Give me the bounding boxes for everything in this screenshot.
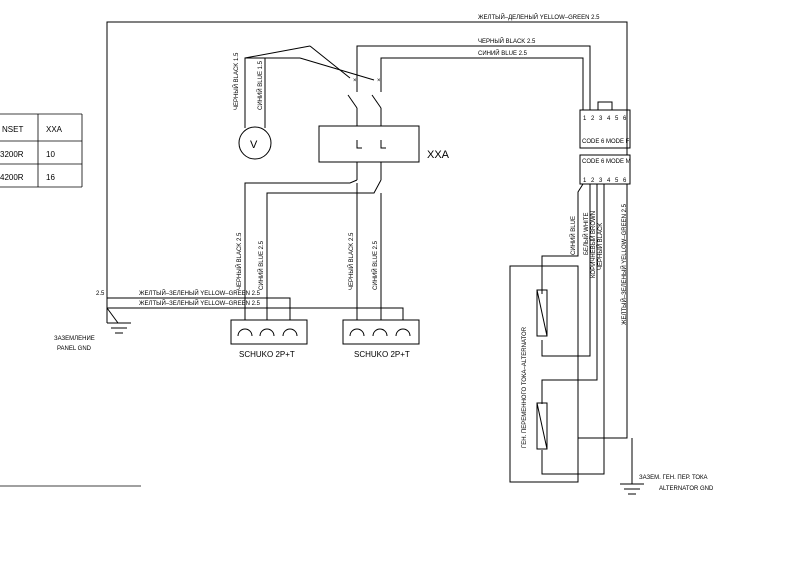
wire-label-blue: СИНИЙ BLUE 2.5 [478,49,528,57]
alt-wire-white: БЕЛЫЙ WHITE [582,213,590,256]
svg-text:6: 6 [623,116,627,122]
svg-text:×: × [377,78,381,84]
alt-wire-black: ЧЕРНЫЙ BLACK [596,223,604,270]
alt-wire-brown: КОРИЧНЕВЫЙ BROWN [589,211,597,278]
panel-gnd-label-en: PANEL GND [57,346,92,352]
wire-label-s1-blue: СИНИЙ BLUE 2.5 [257,240,265,290]
svg-text:3: 3 [599,116,603,122]
wire-label-black: ЧЕРНЫЙ BLACK 2.5 [478,37,536,45]
table-header-xxa: XXA [46,125,63,134]
voltmeter: V [238,126,272,160]
svg-text:1: 1 [583,116,587,122]
panel-gnd-label-ru: ЗАЗЕМЛЕНИЕ [54,336,95,342]
wire-label-top-yg: ЖЕЛТЫЙ–ДЕЛЕНЫЙ YELLOW–GREEN 2.5 [478,13,600,21]
voltmeter-symbol: V [250,139,258,151]
breaker-label: XXA [427,149,450,161]
alt-gnd-label-ru: ЗАЗЕМ. ГЕН. ПЕР. ТОКА [639,475,708,481]
svg-text:5: 5 [615,178,619,184]
svg-text:4: 4 [607,116,611,122]
alternator-wiring: СИНИЙ BLUE БЕЛЫЙ WHITE КОРИЧНЕВЫЙ BROWN … [541,183,628,475]
wire-label-yg1: ЖЕЛТЫЙ–ЗЕЛЕНЫЙ YELLOW–GREEN 2.5 [139,289,261,297]
yg-main-wire [106,21,628,323]
svg-text:5: 5 [615,116,619,122]
alternator-ground: ЗАЗЕМ. ГЕН. ПЕР. ТОКА ALTERNATOR GND [620,438,714,495]
svg-text:2: 2 [591,116,595,122]
alt-wire-blue: СИНИЙ BLUE [569,216,577,255]
wire-label-s2-black: ЧЕРНЫЙ BLACK 2.5 [347,232,355,290]
socket-1-label: SCHUKO 2P+T [239,350,295,359]
table-cell-model: 4200R [0,173,24,182]
alt-wire-yg: ЖЕЛТЫЙ–ЗЕЛЕНЫЙ YELLOW–GREEN 2.5 [620,203,628,325]
wire-label-volt-black: ЧЕРНЫЙ BLACK 1.5 [232,52,240,110]
alt-gnd-label-en: ALTERNATOR GND [659,486,714,492]
wire-label-volt-blue: СИНИЙ BLUE 1.5 [256,60,264,110]
table-header-inset: NSET [2,125,23,134]
socket-1: SCHUKO 2P+T [230,319,308,359]
black-wire-top [356,45,591,110]
wire-label-gnd-size: 2.5 [96,291,105,297]
socket-wiring: ЧЕРНЫЙ BLACK 2.5 СИНИЙ BLUE 2.5 ЧЕРНЫЙ B… [96,179,404,320]
svg-text:2: 2 [591,178,595,184]
blue-wire-top [380,57,584,110]
terminal-block-top: 1 2 3 4 5 6 CODE 6 MODE F [579,101,631,149]
svg-text:4: 4 [607,178,611,184]
rating-table: NSET XXA 3200R 10 4200R 16 [0,113,83,188]
wire-label-s1-black: ЧЕРНЫЙ BLACK 2.5 [235,232,243,290]
svg-text:3: 3 [599,178,603,184]
svg-text:×: × [353,78,357,84]
panel-ground: ЗАЗЕМЛЕНИЕ PANEL GND [54,307,131,352]
wire-label-yg2: ЖЕЛТЫЙ–ЗЕЛЕНЫЙ YELLOW–GREEN 2.5 [139,299,261,307]
table-cell-model: 3200R [0,150,24,159]
svg-text:6: 6 [623,178,627,184]
top-wiring: ЖЕЛТЫЙ–ДЕЛЕНЫЙ YELLOW–GREEN 2.5 ЧЕРНЫЙ B… [106,13,628,323]
terminal-block-bottom: CODE 6 MODE M 1 2 3 4 5 6 [579,154,631,185]
terminal-top-mark: CODE 6 MODE F [582,139,630,145]
table-cell-value: 10 [46,150,55,159]
table-cell-value: 16 [46,173,55,182]
alternator-label: ГЕН. ПЕРЕМЕННОГО ТОКА–ALTERNATOR [522,326,528,448]
socket-2: SCHUKO 2P+T [342,319,420,359]
terminal-bot-mark: CODE 6 MODE M [582,159,631,165]
wire-label-s2-blue: СИНИЙ BLUE 2.5 [371,240,379,290]
svg-text:1: 1 [583,178,587,184]
breaker-xxa: × × XXA [318,78,450,180]
alternator: ГЕН. ПЕРЕМЕННОГО ТОКА–ALTERNATOR [509,265,579,483]
socket-2-label: SCHUKO 2P+T [354,350,410,359]
